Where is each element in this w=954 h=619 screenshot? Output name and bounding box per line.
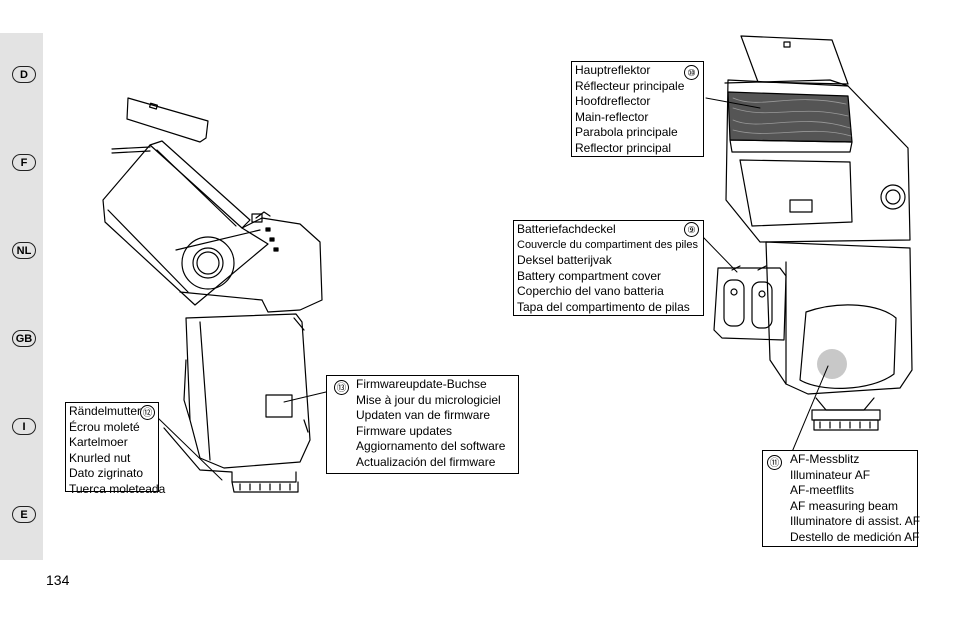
callout-af-beam: AF-Messblitz Illuminateur AF AF-meetflit… — [762, 450, 921, 547]
callout-line: Battery compartment cover — [517, 268, 662, 283]
callout-line: Main-reflector — [575, 109, 649, 124]
callout-line: Hauptreflektor — [575, 63, 651, 77]
lang-tab-d[interactable]: D — [12, 66, 36, 83]
lang-tab-i[interactable]: I — [12, 418, 36, 435]
callout-line: Écrou moleté — [69, 419, 140, 434]
callout-knurled-nut: Rändelmutter Écrou moleté Kartelmoer Knu… — [65, 402, 165, 496]
lang-tab-nl[interactable]: NL — [12, 242, 36, 259]
callout-line: Illuminatore di assist. AF — [790, 514, 921, 528]
callout-line: AF-meetflits — [790, 483, 855, 497]
callout-line: Batteriefachdeckel — [517, 222, 616, 236]
callout-line: Illuminateur AF — [790, 467, 871, 482]
callout-line: Knurled nut — [69, 450, 131, 465]
callout-number-12: ⑫ — [140, 405, 155, 420]
callout-main-reflector: Hauptreflektor Réflecteur principale Hoo… — [571, 61, 704, 157]
callout-firmware-update: Firmwareupdate-Buchse Mise à jour du mic… — [326, 375, 519, 474]
callout-line: Hoofdreflector — [575, 94, 651, 108]
callout-line: Reflector principal — [575, 140, 672, 155]
callout-line: Parabola principale — [575, 125, 678, 139]
callout-number-11: ⑪ — [767, 455, 782, 470]
page-number: 134 — [46, 572, 70, 588]
callout-line: AF measuring beam — [790, 498, 899, 513]
callout-line: Tapa del compartimento de pilas — [517, 299, 690, 314]
callout-line: Réflecteur principale — [575, 78, 685, 93]
callout-number-10: ⑩ — [684, 65, 699, 80]
callout-line: AF-Messblitz — [790, 452, 860, 466]
callout-number-9: ⑨ — [684, 222, 699, 237]
callout-line: Couvercle du compartiment des piles — [517, 238, 698, 251]
callout-line: Deksel batterijvak — [517, 253, 612, 267]
callout-line: Coperchio del vano batteria — [517, 284, 664, 298]
callout-line: Dato zigrinato — [69, 466, 144, 480]
lang-tab-e[interactable]: E — [12, 506, 36, 523]
callout-line: Actualización del firmware — [356, 454, 496, 469]
callout-line: Destello de medición AF — [790, 529, 920, 544]
language-sidebar — [0, 33, 43, 560]
callout-line: Firmwareupdate-Buchse — [356, 377, 487, 391]
lang-tab-gb[interactable]: GB — [12, 330, 36, 347]
callout-line: Rändelmutter — [69, 404, 142, 418]
callout-line: Updaten van de firmware — [356, 408, 491, 422]
callout-line: Kartelmoer — [69, 435, 128, 449]
callout-number-13: ⑬ — [334, 380, 349, 395]
callout-line: Mise à jour du micrologiciel — [356, 392, 501, 407]
lang-tab-f[interactable]: F — [12, 154, 36, 171]
callout-line: Firmware updates — [356, 423, 453, 438]
callout-line: Tuerca moleteada — [69, 481, 166, 496]
flash-side-view — [102, 97, 323, 493]
callout-battery-cover: Batteriefachdeckel Couvercle du comparti… — [513, 220, 704, 316]
leader-lines — [157, 97, 829, 481]
flash-front-view — [713, 35, 913, 431]
callout-line: Aggiornamento del software — [356, 439, 506, 453]
